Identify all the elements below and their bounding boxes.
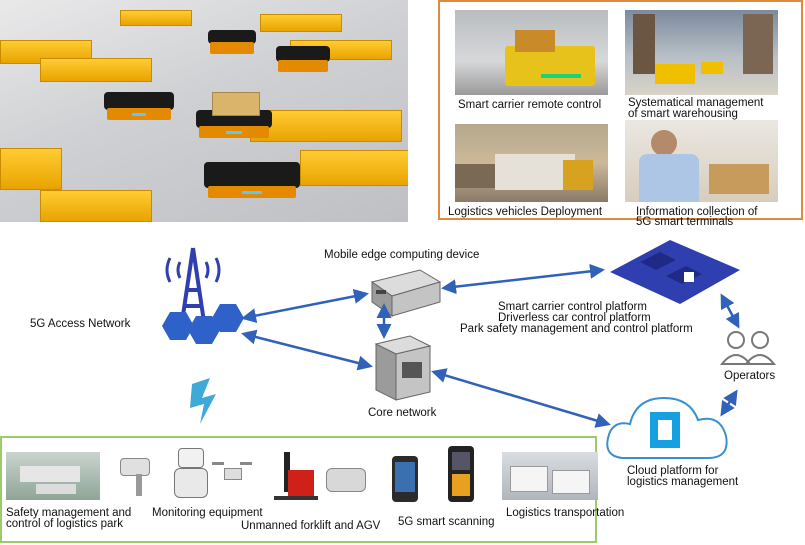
warehousing-label-line2: of smart warehousing xyxy=(628,108,738,120)
scanning-label: 5G smart scanning xyxy=(398,516,495,528)
5g-tower-icon xyxy=(162,247,244,344)
arrow-access-edge xyxy=(241,288,369,324)
storage-tray xyxy=(40,190,152,222)
transport-label: Logistics transportation xyxy=(506,507,625,519)
storage-tray xyxy=(120,10,192,26)
warehouse-agv-photo xyxy=(0,0,408,222)
vehicles-label: Logistics vehicles Deployment xyxy=(448,206,603,218)
storage-tray xyxy=(300,150,408,186)
remote-control-label: Smart carrier remote control xyxy=(458,99,602,111)
terminal-devices-panel xyxy=(0,436,598,543)
smart-warehouse-photo xyxy=(625,10,778,95)
terminals-label-line2: 5G smart terminals xyxy=(636,216,734,228)
edge-server-icon xyxy=(370,269,442,317)
arrow-operators-cloud xyxy=(720,389,738,417)
transport-trucks-image xyxy=(502,452,598,500)
core-server-icon xyxy=(374,335,432,401)
arrow-platform-operators xyxy=(720,293,740,329)
arrow-edge-platform xyxy=(441,263,605,295)
storage-tray xyxy=(250,110,402,142)
warehousing-label-line1: Systematical management xyxy=(628,97,764,109)
agv-device-icon xyxy=(326,468,366,492)
platform-label-line1: Smart carrier control platform xyxy=(498,301,647,313)
inspection-robot-icon xyxy=(170,448,210,500)
agv-robot xyxy=(104,92,174,120)
agv-robot xyxy=(276,46,330,72)
application-scenarios-panel: Smart carrier remote control Systematica… xyxy=(438,0,803,228)
edge-device-label: Mobile edge computing device xyxy=(324,249,480,261)
operators-label: Operators xyxy=(724,370,776,382)
wireless-signal-icon xyxy=(190,378,216,424)
arrow-access-core xyxy=(241,329,373,371)
logistics-vehicles-photo xyxy=(455,124,608,202)
logistics-park-image xyxy=(6,452,100,500)
agv-robot xyxy=(204,162,300,198)
storage-tray xyxy=(260,14,342,32)
storage-tray xyxy=(40,58,152,82)
cloud-label-line1: Cloud platform for xyxy=(627,465,719,477)
forklift-label: Unmanned forklift and AGV xyxy=(241,520,381,532)
platform-label-line2: Driverless car control platform xyxy=(498,312,651,324)
cloud-label-line2: logistics management xyxy=(627,476,739,488)
operators-icon xyxy=(719,331,777,365)
barcode-scanner-icon xyxy=(448,446,474,502)
arrow-core-cloud xyxy=(431,368,611,428)
platform-label-line3: Park safety management and control platf… xyxy=(460,323,693,335)
smart-phone-icon xyxy=(392,456,418,502)
cargo-box xyxy=(212,92,260,116)
cctv-camera-icon xyxy=(118,452,158,496)
monitoring-label: Monitoring equipment xyxy=(152,507,263,519)
park-label-line2: control of logistics park xyxy=(6,518,123,530)
smart-carrier-photo xyxy=(455,10,608,95)
storage-tray xyxy=(0,148,62,190)
access-network-label: 5G Access Network xyxy=(30,318,131,330)
terminals-label-line1: Information collection of xyxy=(636,206,758,218)
park-label-line1: Safety management and xyxy=(6,507,132,519)
core-network-label: Core network xyxy=(368,407,437,419)
cloud-icon xyxy=(606,396,728,459)
smart-terminals-photo xyxy=(625,120,778,202)
agv-robot xyxy=(208,30,256,54)
drone-icon xyxy=(212,454,252,494)
control-platform-icon xyxy=(610,240,740,304)
unmanned-forklift-icon xyxy=(274,452,320,504)
